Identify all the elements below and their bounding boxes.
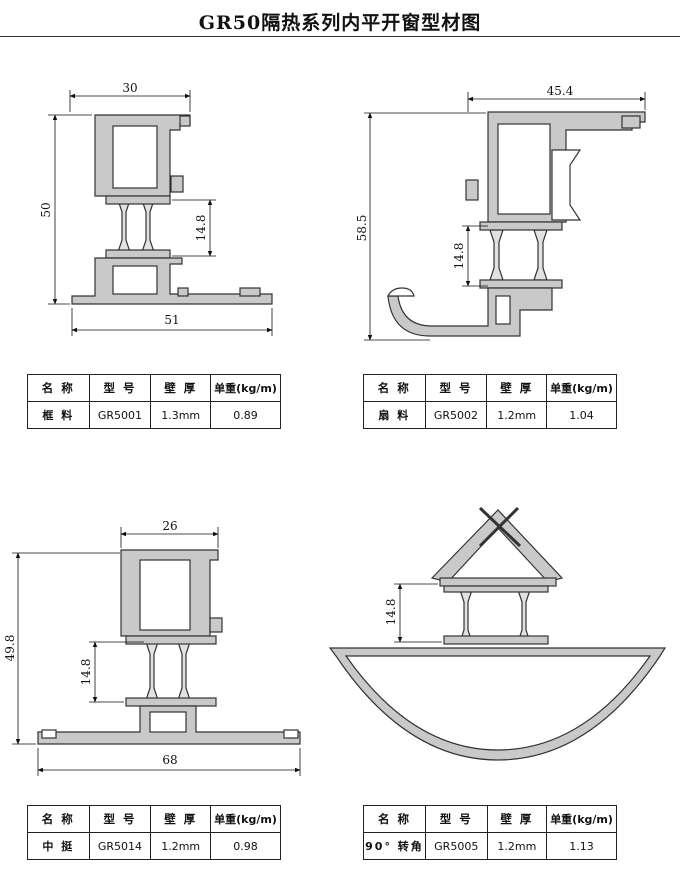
profile-model: GR5005 — [424, 832, 488, 860]
profile-gr5005-dimensions — [394, 583, 442, 643]
page-title: GR50隔热系列内平开窗型材图 — [198, 12, 482, 34]
header-weight: 单重(kg/m) — [546, 374, 617, 402]
gr5002-dim-top: 45.4 — [547, 84, 574, 98]
gr5005-dim-inner: 14.8 — [384, 599, 398, 626]
profile-gr5002-dimensions — [364, 92, 646, 341]
header-thickness: 壁 厚 — [150, 374, 212, 402]
profile-gr5002-drawing — [387, 111, 646, 337]
header-weight: 单重(kg/m) — [210, 805, 281, 833]
header-thickness: 壁 厚 — [486, 805, 548, 833]
header-thickness: 壁 厚 — [150, 805, 212, 833]
header-name: 名 称 — [27, 374, 90, 402]
profile-thickness: 1.3mm — [150, 401, 212, 429]
profile-gr5001-dimensions — [48, 90, 273, 336]
gr5014-dim-inner: 14.8 — [79, 659, 93, 686]
gr5014-dim-top: 26 — [162, 519, 177, 533]
profile-weight: 1.13 — [546, 832, 617, 860]
profile-thickness: 1.2mm — [486, 832, 548, 860]
profile-model: GR5002 — [424, 401, 488, 429]
header-weight: 单重(kg/m) — [546, 805, 617, 833]
profile-thickness: 1.2mm — [150, 832, 212, 860]
profile-model: GR5001 — [88, 401, 152, 429]
profile-thickness: 1.2mm — [486, 401, 548, 429]
header-weight: 单重(kg/m) — [210, 374, 281, 402]
gr5001-dim-height: 50 — [39, 202, 53, 217]
header-model: 型 号 — [424, 374, 488, 402]
header-name: 名 称 — [363, 374, 426, 402]
profile-model: GR5014 — [88, 832, 152, 860]
profile-weight: 0.98 — [210, 832, 281, 860]
gr5014-dim-bottom: 68 — [162, 753, 177, 767]
gr5002-dim-inner: 14.8 — [452, 243, 466, 270]
profile-weight: 1.04 — [546, 401, 617, 429]
gr5002-dim-height: 58.5 — [355, 215, 369, 242]
gr5001-dim-top: 30 — [122, 81, 137, 95]
profile-gr5005-drawing — [328, 506, 667, 761]
profile-weight: 0.89 — [210, 401, 281, 429]
gr5001-dim-inner: 14.8 — [194, 215, 208, 242]
profile-name: 扇 料 — [363, 401, 426, 429]
spec-table-gr5002: 名 称 型 号 壁 厚 单重(kg/m) 扇 料 GR5002 1.2mm 1.… — [363, 374, 617, 429]
header-model: 型 号 — [88, 805, 152, 833]
header-model: 型 号 — [88, 374, 152, 402]
profile-gr5001-drawing — [71, 114, 273, 305]
header-name: 名 称 — [27, 805, 90, 833]
profile-name: 中 挺 — [27, 832, 90, 860]
header-model: 型 号 — [424, 805, 488, 833]
profile-name: 框 料 — [27, 401, 90, 429]
gr5014-dim-height: 49.8 — [3, 635, 17, 662]
spec-table-gr5001: 名 称 型 号 壁 厚 单重(kg/m) 框 料 GR5001 1.3mm 0.… — [27, 374, 281, 429]
title-underline — [0, 36, 680, 37]
profile-gr5014-dimensions — [12, 527, 301, 776]
profile-name: 90° 转角 — [363, 832, 426, 860]
gr5001-dim-bottom: 51 — [164, 313, 179, 327]
spec-table-gr5014: 名 称 型 号 壁 厚 单重(kg/m) 中 挺 GR5014 1.2mm 0.… — [27, 805, 281, 860]
header-thickness: 壁 厚 — [486, 374, 548, 402]
header-name: 名 称 — [363, 805, 426, 833]
profile-gr5014-drawing — [37, 549, 301, 745]
spec-table-gr5005: 名 称 型 号 壁 厚 单重(kg/m) 90° 转角 GR5005 1.2mm… — [363, 805, 617, 860]
